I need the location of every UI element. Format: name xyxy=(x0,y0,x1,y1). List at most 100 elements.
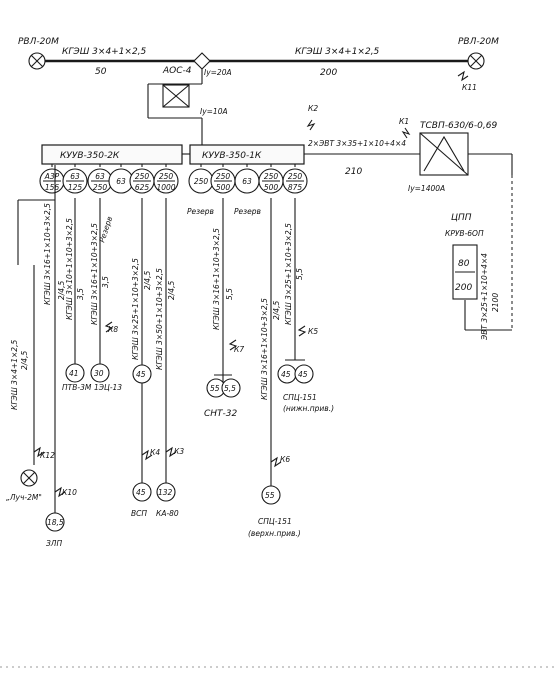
left-cell-top-1: 63 xyxy=(70,172,80,181)
motor-132 xyxy=(156,482,176,502)
k1-label: К1 xyxy=(399,117,409,126)
motor-30 xyxy=(90,363,110,383)
right-cell-top-3: 250 xyxy=(264,172,279,181)
len-right: 200 xyxy=(320,68,337,78)
left-cell-top-3: 63 xyxy=(116,177,126,186)
motor-41 xyxy=(65,363,85,383)
motor-45d xyxy=(132,482,152,502)
transformer-len: 210 xyxy=(345,167,362,177)
f4-len: 3,5 xyxy=(101,276,110,288)
f7-len: 5,5 xyxy=(225,288,234,300)
load-spc-low: СПЦ-151 xyxy=(283,393,317,402)
motor-55a-label: 55 xyxy=(210,384,220,393)
motor-185 xyxy=(45,512,65,532)
motor-30-label: 30 xyxy=(94,369,104,378)
f8-cable: КГЭШ 3×16+1×10+3×2,5 xyxy=(260,298,269,400)
k10: К10 xyxy=(62,488,77,497)
motor-45a xyxy=(132,364,152,384)
transformer: ТСВП-630/6-0,69 Iу=1400А К1 К2 2×ЭВТ 3×3… xyxy=(304,104,513,331)
motor-132-label: 132 xyxy=(158,488,173,497)
transformer-iy: Iу=1400А xyxy=(408,184,445,193)
top-cable-right: КГЭШ 3×4+1×2,5 xyxy=(295,47,380,57)
motor-45a-label: 45 xyxy=(136,370,146,379)
cpp-sub: КРУВ-6ОП xyxy=(445,229,484,238)
right-cell-bot-1: 500 xyxy=(216,183,231,192)
reserve-2: Резерв xyxy=(187,207,214,216)
cpp-val-bot: 200 xyxy=(455,283,472,293)
len-left: 50 xyxy=(95,67,107,77)
left-cell-bot-0: 156 xyxy=(45,183,60,192)
load-snt: СНТ-32 xyxy=(204,409,238,419)
cpp-val-top: 80 xyxy=(458,259,470,269)
reserve-3: Резерв xyxy=(234,207,261,216)
buses: КУУВ-350-2К КУУВ-350-1К xyxy=(41,144,305,165)
f9-cable: КГЭШ 3×25+1×10+3×2,5 xyxy=(284,223,293,325)
k6: К6 xyxy=(280,455,290,464)
load-ka: КА-80 xyxy=(156,509,179,518)
right-cell-bot-4: 875 xyxy=(288,183,303,192)
sub-iy: Iу=10А xyxy=(200,107,228,116)
f6-len: 2/4,5 xyxy=(167,281,176,300)
f1-len: 2/4,5 xyxy=(20,351,29,370)
f3-len: 3,5 xyxy=(76,288,85,300)
k4: К4 xyxy=(150,448,160,457)
left-cell-top-5: 250 xyxy=(159,172,174,181)
loads: ПТВ-3М 1ЭЦ-13 СНТ-32 СПЦ-151 (нижн.прив.… xyxy=(6,383,334,548)
motor-45d-label: 45 xyxy=(136,488,146,497)
f3-cable: КГЭШ 3×10+1×10+3×2,5 xyxy=(65,218,74,320)
cpp-title: ЦПП xyxy=(451,213,472,223)
load-vsp: ВСП xyxy=(131,509,147,518)
k5: К5 xyxy=(308,327,318,336)
f6-cable: КГЭШ 3×50+1×10+3×2,5 xyxy=(155,268,164,370)
f7-cable: КГЭШ 3×16+1×10+3×2,5 xyxy=(212,228,221,330)
top-cable-left: КГЭШ 3×4+1×2,5 xyxy=(62,47,147,57)
motor-45c-label: 45 xyxy=(298,370,308,379)
bus-left-label: КУУВ-350-2К xyxy=(60,151,120,161)
left-cell-bot-1: 125 xyxy=(68,183,83,192)
top-supply: РВЛ-20М РВЛ-20М КГЭШ 3×4+1×2,5 КГЭШ 3×4+… xyxy=(18,37,499,145)
motor-41-label: 41 xyxy=(69,369,79,378)
k7: К7 xyxy=(234,345,244,354)
f5-len: 2/4,5 xyxy=(143,271,152,290)
feeders xyxy=(17,165,296,515)
load-zlp: ЗЛП xyxy=(46,539,62,548)
right-source-label: РВЛ-20М xyxy=(458,37,499,47)
motor-45c xyxy=(294,364,314,384)
f4-cable: КГЭШ 3×16+1×10+3×2,5 xyxy=(90,223,99,325)
k2-label: К2 xyxy=(308,104,318,113)
motor-55c xyxy=(261,485,281,505)
left-cell-bot-2: 250 xyxy=(93,183,108,192)
f8-len: 2/4,5 xyxy=(272,301,281,320)
left-cell-bot-4: 625 xyxy=(135,183,150,192)
ks-right-arrow xyxy=(457,70,469,82)
load-spc-low-sub: (нижн.прив.) xyxy=(283,404,334,413)
load-luch: „Луч-2М" xyxy=(6,493,42,502)
ks-right: К11 xyxy=(462,83,477,92)
f9-len: 5,5 xyxy=(295,268,304,280)
right-cell-bot-3: 500 xyxy=(264,183,279,192)
left-cell-top-2: 63 xyxy=(95,172,105,181)
f2-len: 2/4,5 xyxy=(57,281,66,300)
k3: К3 xyxy=(174,447,184,456)
aos-iy: Iу=20А xyxy=(204,68,232,77)
load-spc-up-sub: (верхн.прив.) xyxy=(248,529,301,538)
motor-185-label: 18,5 xyxy=(47,518,64,527)
load-ptv: ПТВ-3М xyxy=(62,383,92,392)
load-vc: 1ЭЦ-13 xyxy=(94,383,122,392)
k-markers: К8 К7 К5 К4 К3 К6 К12 К10 xyxy=(33,321,318,498)
bus-right-label: КУУВ-350-1К xyxy=(202,151,262,161)
cpp: ЦПП КРУВ-6ОП 80 200 ЭВТ 3×25+1×10+4×4 21… xyxy=(445,213,500,341)
transformer-name: ТСВП-630/6-0,69 xyxy=(420,121,497,131)
f5-cable: КГЭШ 3×25+1×10+3×2,5 xyxy=(131,258,140,360)
motor-55b-label: 5,5 xyxy=(224,384,236,393)
load-spc-up: СПЦ-151 xyxy=(258,517,292,526)
aos-diamond xyxy=(193,52,211,70)
right-cell-top-0: 250 xyxy=(194,177,209,186)
aos-label: АОС-4 xyxy=(162,66,192,76)
cpp-cable: ЭВТ 3×25+1×10+4×4 xyxy=(480,253,489,341)
left-cell-top-0: А3Р xyxy=(44,172,60,181)
motors: 41 30 45 55 5,5 45 45 45 132 55 18,5 xyxy=(20,359,314,532)
